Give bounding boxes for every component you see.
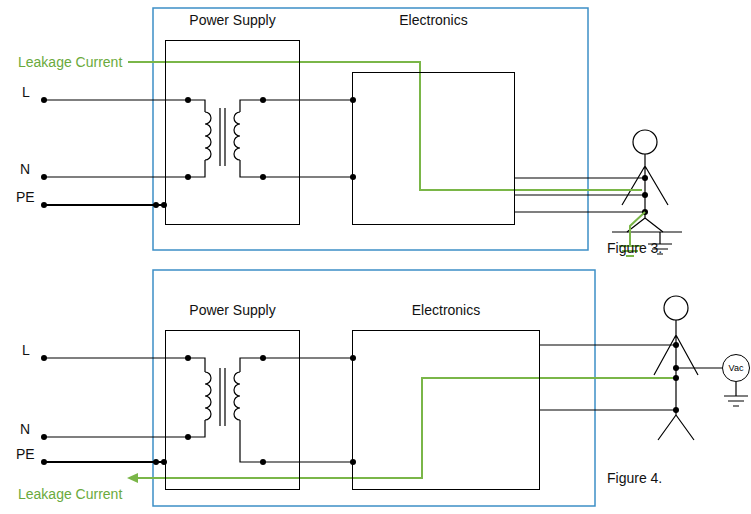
neutral-wire	[46, 420, 205, 437]
terminal-label: N	[20, 421, 30, 437]
primary-coil	[205, 112, 211, 160]
leakage-label: Leakage Current	[18, 54, 122, 70]
arrow-head	[127, 473, 138, 483]
person-body	[654, 320, 698, 440]
secondary-coil	[234, 112, 240, 160]
transformer-core	[220, 368, 225, 426]
figure-caption: Figure 3.	[607, 240, 662, 256]
box-heading: Power Supply	[146, 302, 319, 318]
line-wire	[46, 358, 205, 372]
leakage-path	[136, 378, 673, 478]
secondary-wire	[240, 358, 300, 462]
power-supply-box: Power Supply	[165, 330, 300, 490]
secondary-wire	[240, 100, 300, 177]
housing-outline	[153, 8, 588, 250]
junction-dot	[673, 342, 679, 348]
junction-dot	[673, 375, 679, 381]
terminal-label: PE	[16, 189, 35, 205]
electronics-box: Electronics	[352, 330, 540, 490]
junction-dot	[185, 174, 191, 180]
transformer-core	[220, 108, 225, 166]
primary-coil	[205, 372, 211, 420]
terminal-label: L	[22, 342, 30, 358]
junction-dot	[185, 355, 191, 361]
supply-wire	[300, 176, 352, 177]
person-body	[622, 154, 668, 232]
junction-dot	[642, 192, 648, 198]
voltmeter-circle: Vac	[722, 354, 750, 382]
meter-label: Vac	[729, 363, 744, 373]
terminal-dot	[41, 355, 47, 361]
junction-dot	[642, 175, 648, 181]
pe-wire	[46, 461, 165, 463]
box-heading: Power Supply	[146, 12, 319, 28]
terminal-dot	[41, 459, 47, 465]
junction-dot	[185, 434, 191, 440]
terminal-dot	[41, 174, 47, 180]
output-wire	[515, 178, 645, 212]
pe-wire	[46, 204, 165, 206]
box-heading: Electronics	[333, 12, 534, 28]
line-wire	[46, 100, 205, 112]
electronics-box: Electronics	[352, 72, 515, 225]
secondary-coil	[234, 372, 240, 420]
terminal-dot	[41, 202, 47, 208]
figure-caption: Figure 4.	[607, 470, 662, 486]
leakage-label: Leakage Current	[18, 486, 122, 502]
junction-dot	[161, 202, 167, 208]
junction-dot	[153, 202, 159, 208]
junction-dot	[673, 365, 679, 371]
junction-dot	[185, 97, 191, 103]
junction-dot	[260, 174, 266, 180]
junction-dot	[260, 97, 266, 103]
terminal-label: N	[20, 161, 30, 177]
terminal-label: L	[22, 84, 30, 100]
supply-wire	[300, 461, 352, 462]
junction-dot	[260, 459, 266, 465]
neutral-wire	[46, 160, 205, 177]
terminal-dot	[41, 97, 47, 103]
junction-dot	[153, 459, 159, 465]
leakage-path	[128, 62, 645, 240]
box-heading: Electronics	[333, 302, 559, 318]
junction-dot	[673, 407, 679, 413]
junction-dot	[260, 355, 266, 361]
terminal-dot	[41, 434, 47, 440]
junction-dot	[161, 459, 167, 465]
power-supply-box: Power Supply	[165, 40, 300, 225]
person-head	[633, 130, 657, 154]
person-head	[664, 296, 688, 320]
terminal-label: PE	[16, 446, 35, 462]
supply-wire	[300, 99, 352, 100]
supply-wire	[300, 357, 352, 358]
